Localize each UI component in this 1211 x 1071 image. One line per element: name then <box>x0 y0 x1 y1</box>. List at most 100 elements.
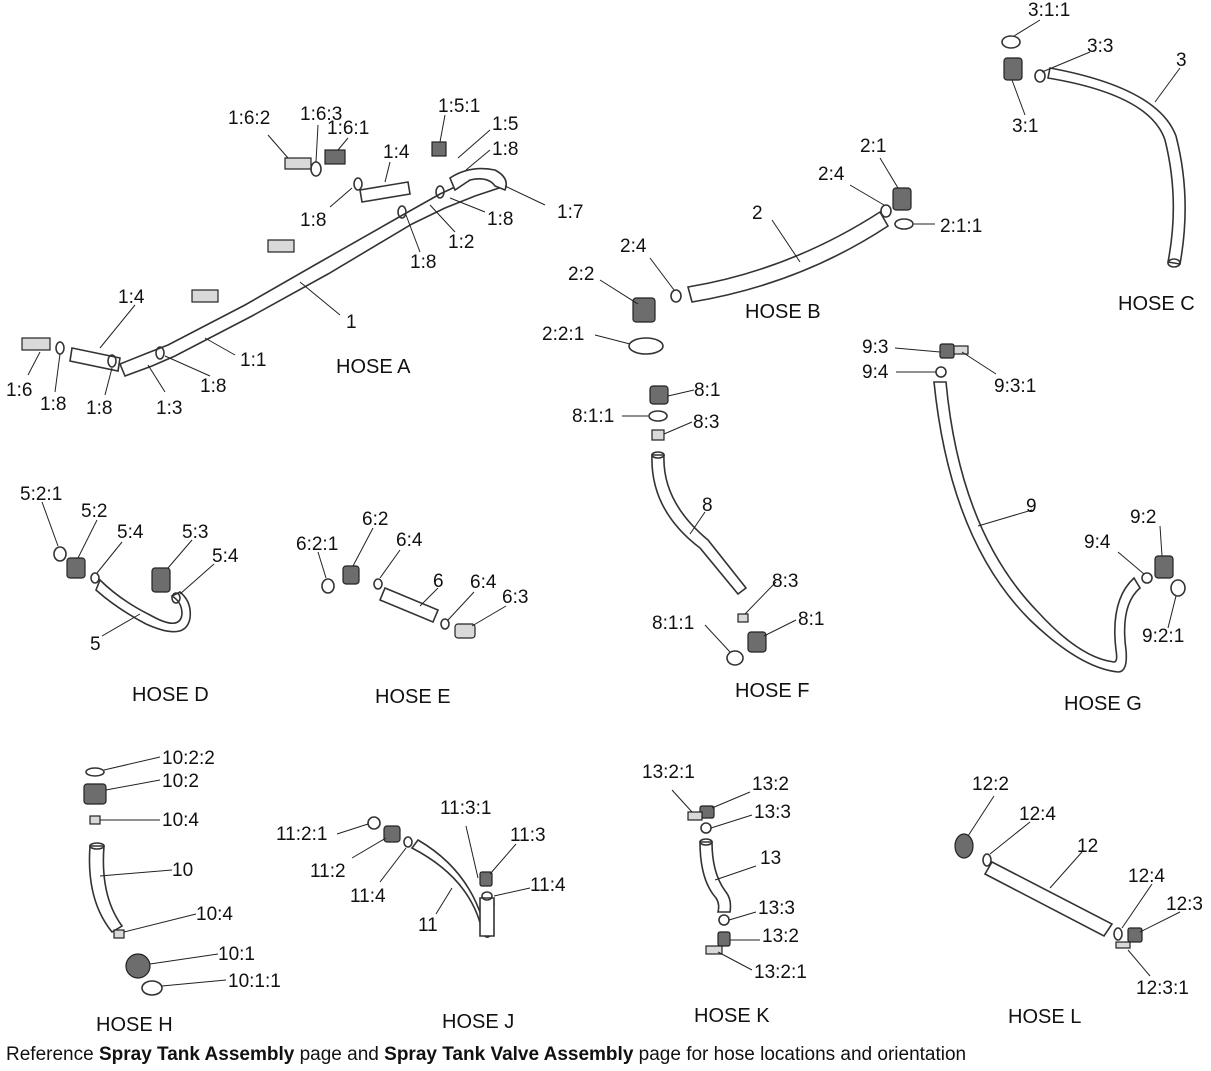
hose-f-leader-8-1-1-bottom <box>704 624 731 653</box>
hose-f-leader-8 <box>689 511 706 535</box>
hose-a-leader-1-8-b <box>329 187 353 208</box>
label-10-4a: 10:4 <box>162 810 199 831</box>
hose-a-leader-1-8-g <box>164 355 211 377</box>
label-6-4a: 6:4 <box>396 530 423 551</box>
hose-f-group: 8:1 8:1:1 8:3 8 8:3 8:1:1 8:1 HOSE F <box>572 380 824 702</box>
hose-a-o-ring-1-6-3 <box>310 161 322 177</box>
hose-l-leader-12-3-1 <box>1127 949 1151 977</box>
hose-j-title: HOSE J <box>442 1011 514 1033</box>
hose-b-leader-2-1 <box>879 157 899 189</box>
hose-l-title: HOSE L <box>1008 1006 1081 1028</box>
hose-f-end-top <box>651 451 665 459</box>
hose-e-leader-6-3 <box>471 605 507 627</box>
label-8-1-1-bottom: 8:1:1 <box>652 613 694 634</box>
hose-d-clamp-5-4b <box>171 592 181 604</box>
label-11-4b: 11:4 <box>530 875 566 896</box>
label-1-8-b: 1:8 <box>300 210 326 231</box>
hose-a-branch-fitting-1 <box>267 239 295 253</box>
hose-j-leader-11-3-1 <box>465 825 479 879</box>
label-11-2: 11:2 <box>310 861 346 882</box>
hose-d-clamp-5-4a <box>90 572 100 584</box>
label-12-3-1: 12:3:1 <box>1136 978 1189 999</box>
label-13-2-top: 13:2 <box>752 774 789 795</box>
hose-g-clip-9-3-1 <box>953 345 969 355</box>
label-11-4a: 11:4 <box>350 886 386 907</box>
label-8-3-top: 8:3 <box>693 412 719 433</box>
label-1-6: 1:6 <box>6 380 32 401</box>
hose-b-leader-2 <box>771 219 801 263</box>
hose-d-fitting-5-3 <box>151 567 171 593</box>
hose-a-fitting-1-6-2 <box>284 157 312 170</box>
label-1-5: 1:5 <box>492 114 518 135</box>
hose-d-leader-5 <box>101 613 141 637</box>
hose-e-leader-6 <box>419 587 439 607</box>
hose-c-tube <box>1047 67 1186 265</box>
label-6: 6 <box>433 571 444 592</box>
label-6-2: 6:2 <box>362 509 388 530</box>
hose-c-leader-3-1 <box>1011 79 1026 116</box>
hose-l-clamp-12-4b <box>1113 927 1123 941</box>
hose-d-tube <box>95 578 192 633</box>
label-11-3: 11:3 <box>510 825 546 846</box>
hose-c-leader-3 <box>1154 67 1181 103</box>
label-13-2-bottom: 13:2 <box>762 926 799 947</box>
hose-f-clamp-8-3-top <box>651 429 665 441</box>
label-9-2: 9:2 <box>1130 507 1156 528</box>
label-1-8-d: 1:8 <box>410 252 436 273</box>
hose-j-stub <box>479 897 495 937</box>
hose-l-group: 12:2 12:4 12 12:4 12:3 12:3:1 HOSE L <box>954 774 1203 1028</box>
hose-d-group: 5:2:1 5:2 5:4 5:3 5:4 5 HOSE D <box>20 484 239 706</box>
hose-a-fitting-1-6-1 <box>324 149 346 165</box>
label-9-4a: 9:4 <box>862 362 889 383</box>
hose-g-leader-9-4b <box>1117 551 1145 575</box>
hose-a-leader-1-6-1 <box>337 137 349 151</box>
label-8-1-1-top: 8:1:1 <box>572 406 614 427</box>
hose-c-fitting-3-1 <box>1003 57 1023 81</box>
label-1-7: 1:7 <box>557 202 583 223</box>
hose-k-leader-13 <box>714 865 757 881</box>
hose-k-leader-13-2-top <box>711 791 751 809</box>
hose-l-leader-12-4b <box>1121 883 1153 929</box>
hose-d-leader-5-4b <box>179 563 215 595</box>
hose-b-leader-2-2 <box>599 279 639 305</box>
hose-f-leader-8-1-top <box>667 389 695 397</box>
label-8: 8 <box>702 495 713 516</box>
label-1-2: 1:2 <box>448 232 474 253</box>
hose-a-fitting-1-6 <box>21 337 51 351</box>
hose-h-o-ring-10-1-1 <box>141 980 163 996</box>
hose-b-leader-2-4a <box>849 184 885 206</box>
hose-a-leader-1-7 <box>504 185 546 206</box>
hose-a-clamp-5 <box>397 205 407 219</box>
label-13: 13 <box>760 848 781 869</box>
hose-k-leader-13-3-bottom <box>728 911 757 921</box>
hose-c-leader-3-1-1 <box>1013 19 1041 37</box>
label-1-8-e: 1:8 <box>40 394 66 415</box>
hose-d-fitting-5-2 <box>66 557 86 579</box>
reference-note-suffix: page for hose locations and orientation <box>633 1044 967 1065</box>
hose-g-o-ring-9-2-1 <box>1170 579 1186 597</box>
hose-f-fitting-8-1-bottom <box>747 631 767 653</box>
label-9: 9 <box>1026 496 1037 517</box>
hose-j-clamp-11-4b <box>481 891 493 901</box>
hose-a-leader-1-6-2 <box>267 134 289 159</box>
hose-h-leader-10 <box>99 869 173 877</box>
hose-h-fitting-10-2 <box>83 783 107 805</box>
label-5-3: 5:3 <box>182 522 208 543</box>
hose-g-tube <box>933 381 1142 673</box>
hose-f-o-ring-8-1-1-top <box>648 410 668 422</box>
label-1-4-top: 1:4 <box>383 142 410 163</box>
hose-d-leader-5-4a <box>96 541 123 574</box>
hose-j-o-ring-11-2-1 <box>367 816 381 830</box>
label-13-3-top: 13:3 <box>754 802 791 823</box>
hose-d-leader-5-3 <box>167 539 193 569</box>
label-1-8-c: 1:8 <box>487 209 513 230</box>
hose-j-leader-11-2-1 <box>336 823 369 835</box>
hose-a-clamp-3 <box>155 346 165 360</box>
hose-a-elbow-1-5 <box>431 141 447 157</box>
hose-g-leader-9-3-1 <box>961 351 997 375</box>
hose-e-leader-6-4a <box>379 549 401 579</box>
hose-b-elbow-2-1 <box>892 187 912 211</box>
reference-note-prefix: Reference <box>6 1044 99 1065</box>
label-11-3-1: 11:3:1 <box>440 798 491 819</box>
label-13-2-1-bottom: 13:2:1 <box>754 962 807 983</box>
